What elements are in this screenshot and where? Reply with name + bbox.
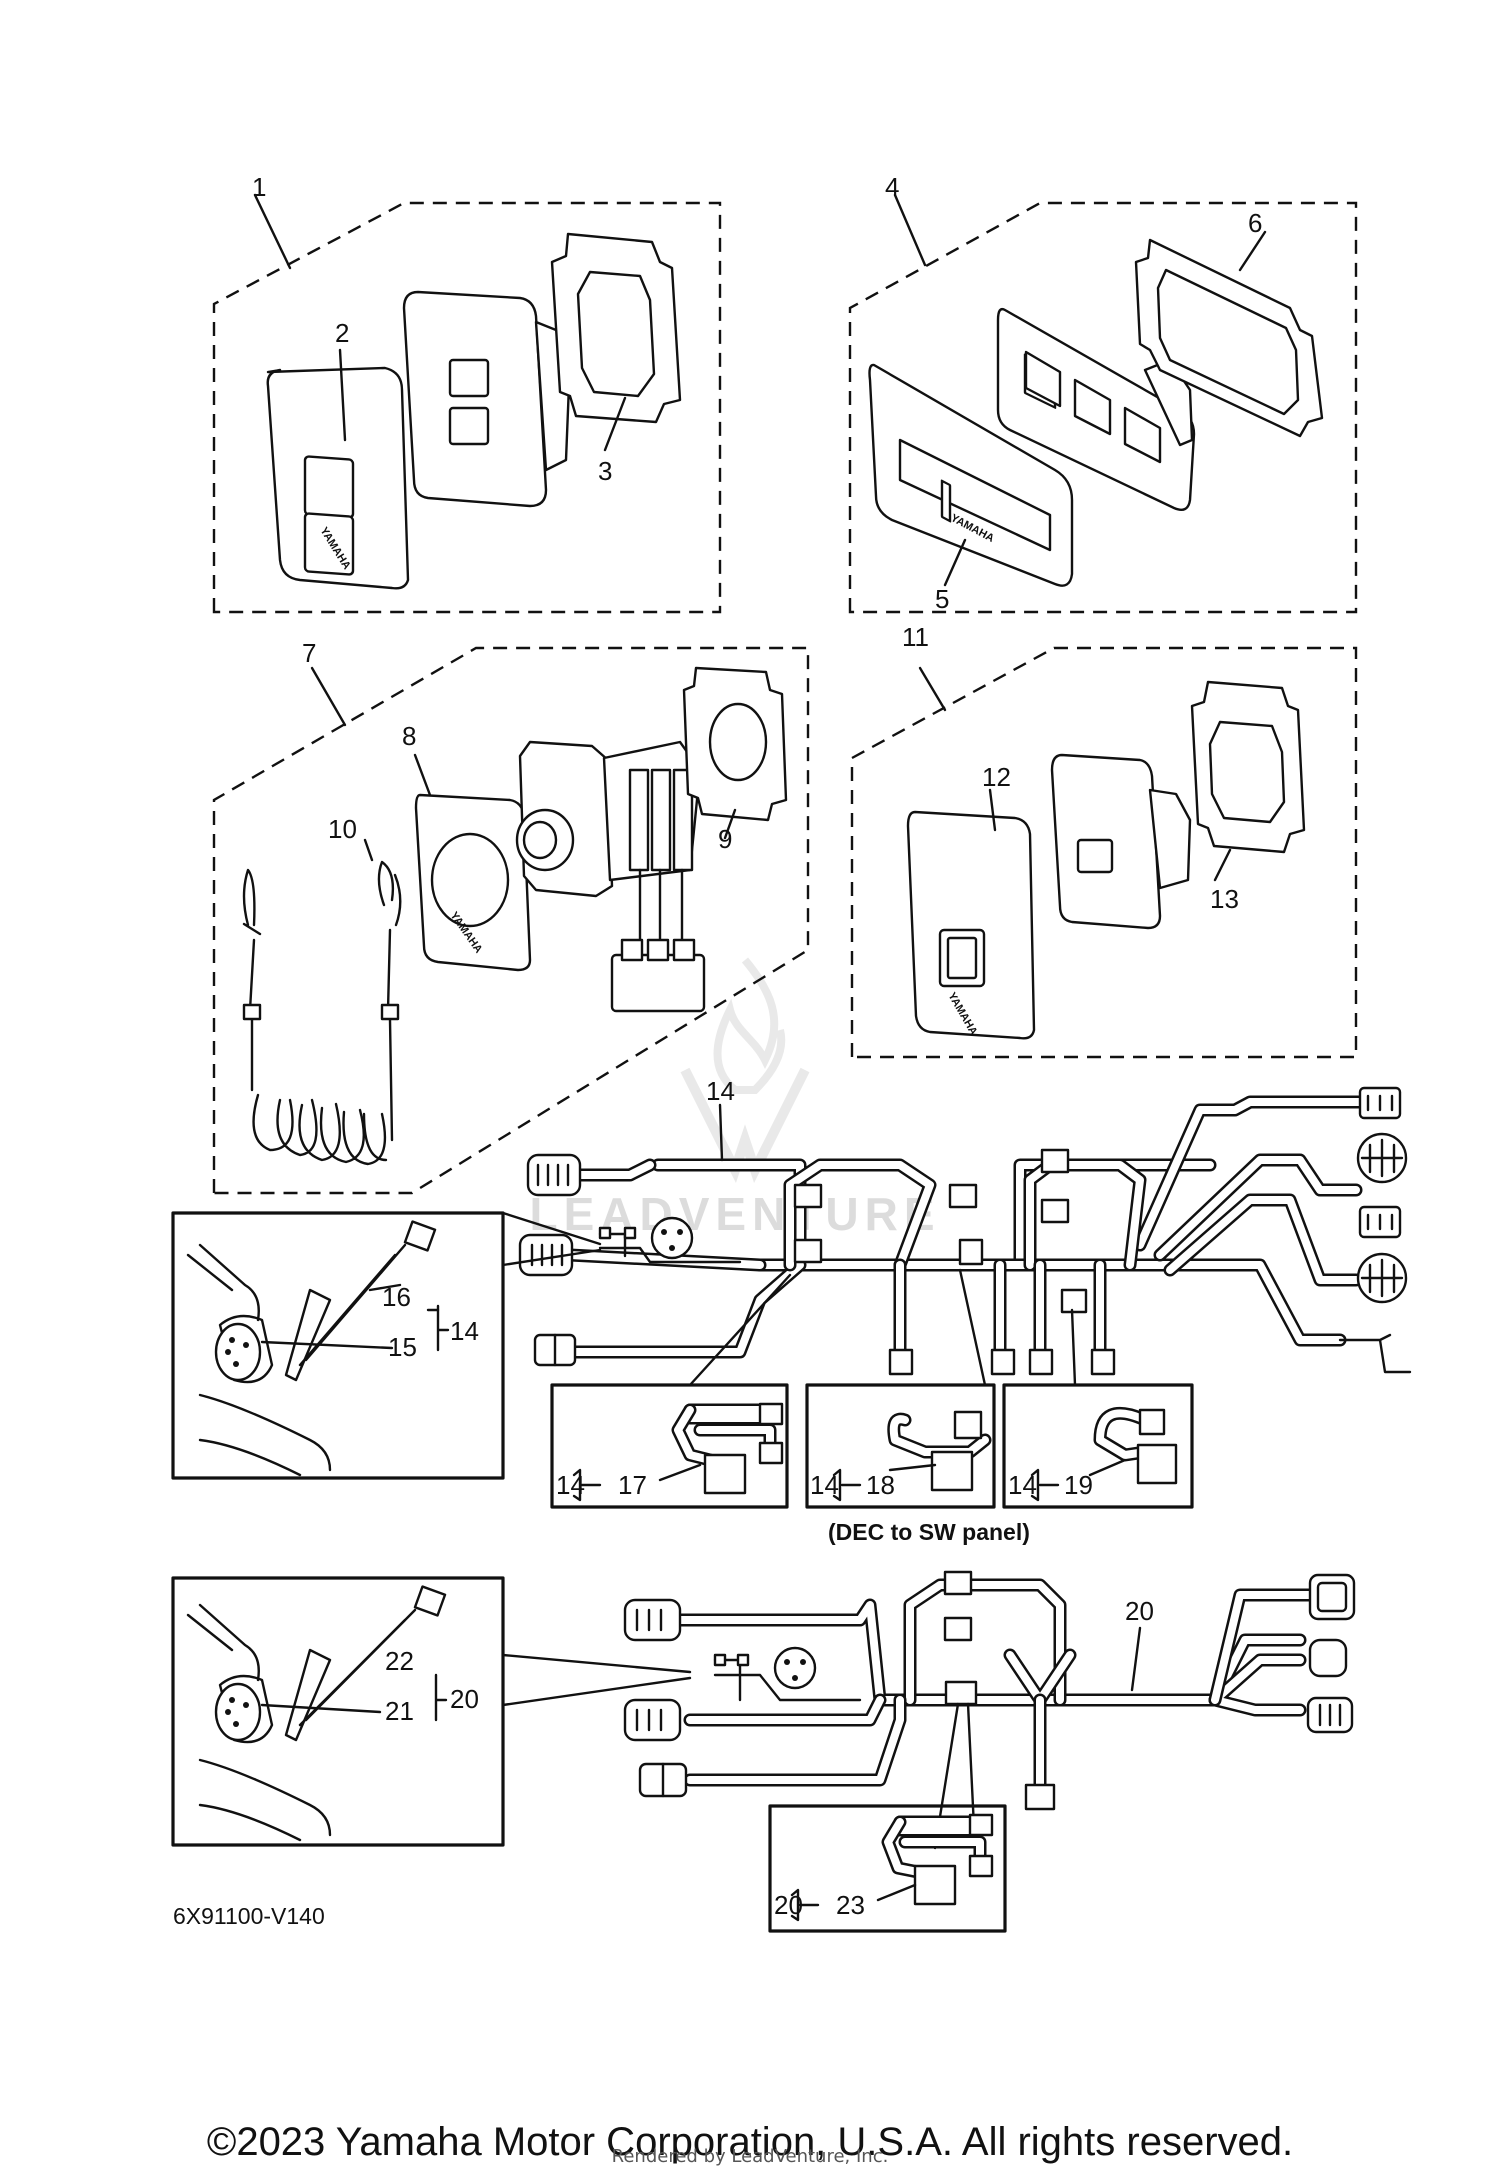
callout-number: 5	[935, 584, 949, 614]
connector-left-lower	[533, 1333, 577, 1367]
callout-1: 1	[252, 172, 266, 202]
group-7-engine-stop-switch: YAMAHA 7 8 9 10	[212, 638, 810, 1195]
copyright-text: ©2023 Yamaha Motor Corporation, U.S.A. A…	[206, 2120, 1294, 2164]
callout-number: 14	[1008, 1470, 1037, 1500]
callout-number: 11	[902, 622, 929, 652]
detail-box-14: 16 15 14	[171, 1211, 602, 1480]
callout-number: 4	[885, 172, 899, 202]
callout-number: 15	[388, 1332, 417, 1362]
callout-number: 20	[450, 1684, 479, 1714]
callout-number: 20	[774, 1890, 803, 1920]
callout-number: 7	[302, 638, 316, 668]
harness-20: 20	[623, 1570, 1356, 1850]
callout-number: 17	[618, 1470, 647, 1500]
callout-number: 6	[1248, 208, 1262, 238]
harness-note: (DEC to SW panel)	[828, 1519, 1030, 1545]
callout-number: 9	[718, 824, 732, 854]
callout-number: 13	[1210, 884, 1239, 914]
callout-number: 23	[836, 1890, 865, 1920]
group-4-switch-panel: YAMAHA 4 5 6	[848, 172, 1358, 614]
callout-3: 3	[598, 456, 612, 486]
watermark: LEADVENTURE	[529, 957, 940, 1240]
callout-number: 20	[1125, 1596, 1154, 1626]
callout-2: 2	[335, 318, 349, 348]
callout-number: 22	[385, 1646, 414, 1676]
callout-number: 19	[1064, 1470, 1093, 1500]
callout-number: 14	[810, 1470, 839, 1500]
group-1-switch-panel: YAMAHA 1 2 3	[212, 172, 722, 614]
subharness-23: 20 23	[768, 1804, 1007, 1933]
callout-number: 14	[556, 1470, 585, 1500]
subharness-19: 14 19	[1002, 1383, 1194, 1509]
rendered-by-text: Rendered by LeadVenture, Inc.	[611, 2146, 889, 2167]
callout-number: 8	[402, 721, 416, 751]
diagram-code: 6X91100-V140	[173, 1903, 325, 1929]
connector-left-upper	[526, 1153, 582, 1197]
detail-box-20: 22 21 20	[171, 1576, 692, 1847]
svg-text:LEADVENTURE: LEADVENTURE	[529, 1188, 940, 1240]
subharness-17: 14 17	[550, 1383, 789, 1509]
callout-number: 14	[706, 1076, 735, 1106]
callout-number: 21	[385, 1696, 414, 1726]
group-11-switch-panel: YAMAHA 11 12 13	[850, 622, 1358, 1059]
callout-number: 14	[450, 1316, 479, 1346]
callout-number: 10	[328, 814, 357, 844]
callout-number: 18	[866, 1470, 895, 1500]
subharness-18: 14 18	[805, 1383, 996, 1509]
harness-14: 14	[518, 1076, 1412, 1387]
callout-number: 12	[982, 762, 1011, 792]
callout-number: 16	[382, 1282, 411, 1312]
